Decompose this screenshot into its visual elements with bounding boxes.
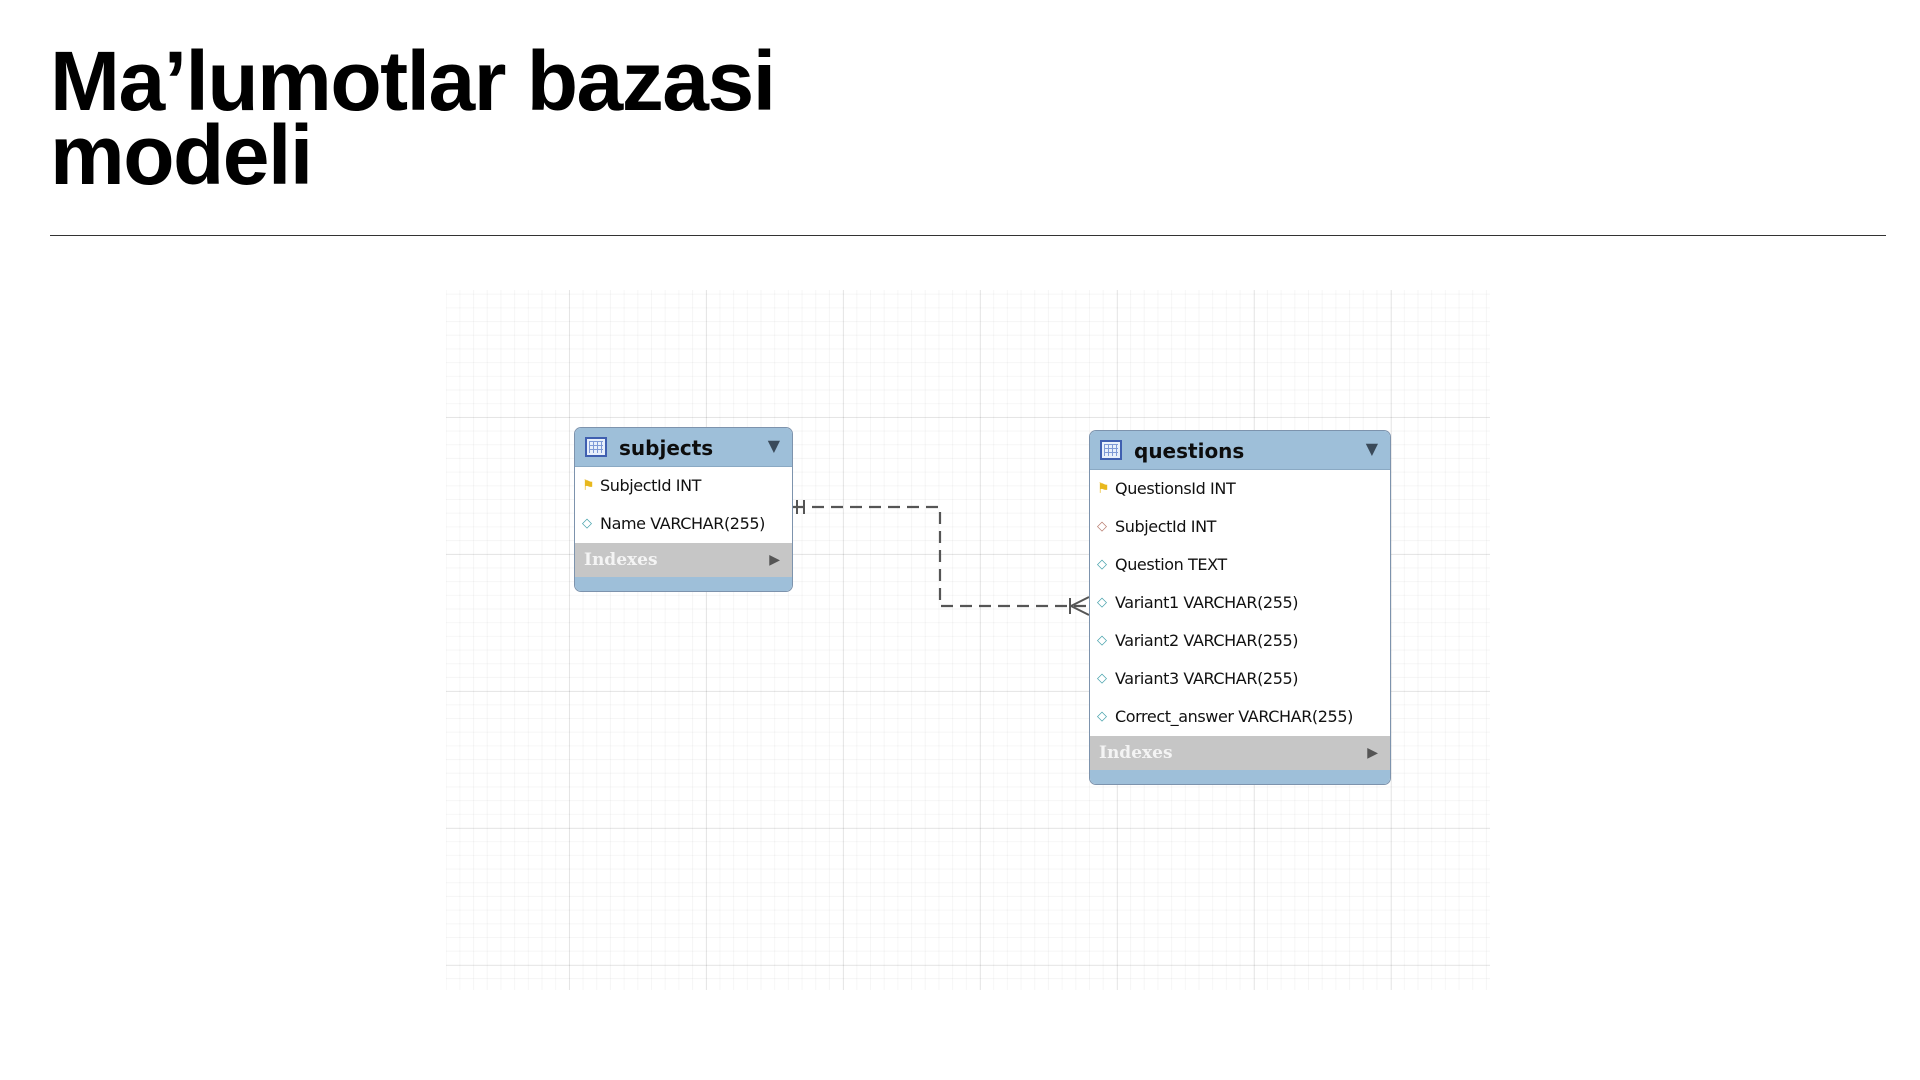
attribute-diamond-icon: ◇ [1097,595,1107,610]
column-row[interactable]: ⚑ QuestionsId INT [1090,470,1390,508]
table-icon [1100,440,1122,460]
column-row[interactable]: ◇ Question TEXT [1090,546,1390,584]
column-row[interactable]: ◇ Variant2 VARCHAR(255) [1090,622,1390,660]
column-label: SubjectId INT [600,476,702,495]
one-and-only-one-marker [796,500,805,514]
primary-key-icon: ⚑ [582,478,595,494]
column-label: Name VARCHAR(255) [600,514,765,533]
slide-title-line-2: modeli [50,108,313,202]
column-label: Variant2 VARCHAR(255) [1115,631,1299,650]
slide-title-line-1: Ma’lumotlar bazasi [50,34,776,128]
indexes-section[interactable]: Indexes ▶ [1090,736,1390,770]
entity-name: subjects [619,436,714,460]
indexes-section[interactable]: Indexes ▶ [575,543,792,577]
column-label: Variant1 VARCHAR(255) [1115,593,1299,612]
attribute-diamond-icon: ◇ [1097,557,1107,572]
er-diagram-canvas[interactable]: subjects ▼ ⚑ SubjectId INT ◇ Name VARCHA… [446,290,1490,990]
column-label: Correct_answer VARCHAR(255) [1115,707,1353,726]
attribute-diamond-icon: ◇ [1097,709,1107,724]
expand-arrow-icon[interactable]: ▶ [1367,745,1378,761]
column-row[interactable]: ◇ Variant3 VARCHAR(255) [1090,660,1390,698]
primary-key-icon: ⚑ [1097,481,1110,497]
indexes-label: Indexes [584,550,658,570]
title-divider [50,235,1886,236]
column-row[interactable]: ◇ Variant1 VARCHAR(255) [1090,584,1390,622]
entity-header[interactable]: subjects ▼ [575,428,792,467]
entity-footer [575,577,792,591]
one-or-many-marker [1069,596,1090,616]
column-label: QuestionsId INT [1115,479,1236,498]
expand-arrow-icon[interactable]: ▶ [769,552,780,568]
entity-subjects[interactable]: subjects ▼ ⚑ SubjectId INT ◇ Name VARCHA… [574,427,793,592]
column-label: Variant3 VARCHAR(255) [1115,669,1299,688]
slide-title: Ma’lumotlar bazasi modeli [50,34,776,202]
relationship-line [793,505,1089,608]
column-row[interactable]: ◇ Name VARCHAR(255) [575,505,792,543]
column-row[interactable]: ⚑ SubjectId INT [575,467,792,505]
relationship-connector [793,500,1090,616]
attribute-diamond-icon: ◇ [582,516,592,531]
foreign-key-diamond-icon: ◇ [1097,519,1107,534]
entity-name: questions [1134,439,1245,463]
entity-header[interactable]: questions ▼ [1090,431,1390,470]
collapse-menu-icon[interactable]: ▼ [1365,439,1378,458]
attribute-diamond-icon: ◇ [1097,671,1107,686]
entity-footer [1090,770,1390,784]
collapse-menu-icon[interactable]: ▼ [767,436,780,455]
attribute-diamond-icon: ◇ [1097,633,1107,648]
entity-questions[interactable]: questions ▼ ⚑ QuestionsId INT ◇ SubjectI… [1089,430,1391,785]
column-row[interactable]: ◇ Correct_answer VARCHAR(255) [1090,698,1390,736]
indexes-label: Indexes [1099,743,1173,763]
column-row[interactable]: ◇ SubjectId INT [1090,508,1390,546]
table-icon [585,437,607,457]
column-label: SubjectId INT [1115,517,1217,536]
column-label: Question TEXT [1115,555,1227,574]
